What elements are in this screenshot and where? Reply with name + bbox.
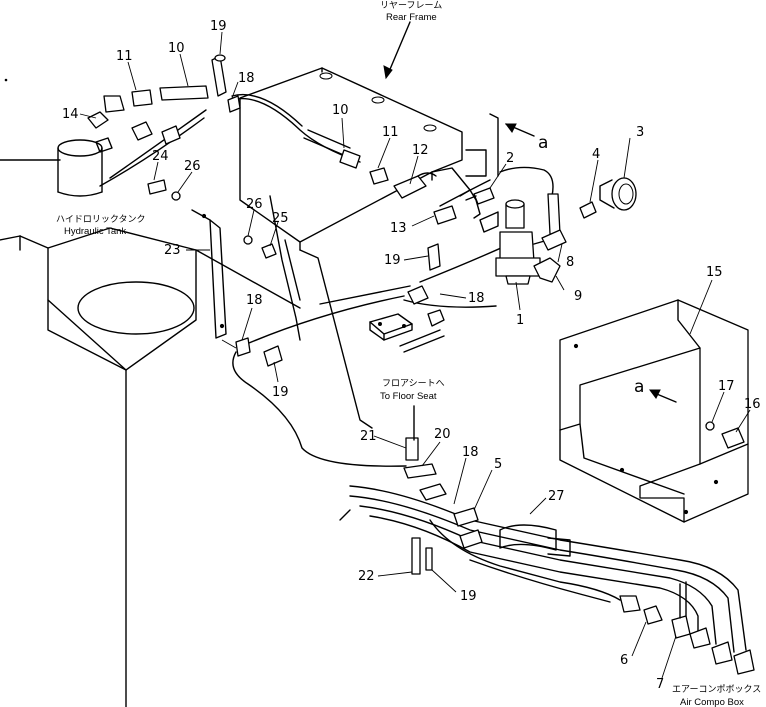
callout-10: 10 [168,41,185,56]
stray-dot [4,78,8,82]
air-compo-fittings [619,581,755,675]
callout-2: 2 [506,151,514,166]
callout-12: 12 [412,143,429,158]
callout-numbers: 19 10 11 18 14 10 11 12 2 3 4 24 26 26 2… [62,19,761,692]
region-labels: リヤーフレーム Rear Frame ハイドロリックタンク Hydraulic … [56,0,761,707]
callout-27: 27 [548,489,565,504]
callout-19: 19 [272,385,289,400]
callout-9: 9 [574,289,582,304]
hose-end-8 [541,193,567,251]
callout-23: 23 [164,243,181,258]
valve-assembly [479,199,549,285]
callout-19: 19 [384,253,401,268]
callout-21: 21 [360,429,377,444]
rear-frame [239,67,487,429]
hose-lines [99,93,554,467]
small-hardware [147,179,745,575]
pressure-gauge [599,177,637,211]
callout-24: 24 [152,149,169,164]
callout-19: 19 [210,19,227,34]
fitting-2 [465,187,495,205]
hydraulic-tank-label-en: Hydraulic Tank [64,226,126,237]
view-arrow-top [489,113,535,177]
callout-25: 25 [272,211,289,226]
rear-frame-label-jp: リヤーフレーム [380,0,442,11]
floor-seat-label-en: To Floor Seat [380,391,437,402]
hydraulic-tank [0,139,301,707]
callout-16: 16 [744,397,761,412]
leader-lines [79,31,751,679]
callout-17: 17 [718,379,735,394]
union-11 [369,167,389,185]
callout-7: 7 [656,677,664,692]
callout-3: 3 [636,125,644,140]
callout-10: 10 [332,103,349,118]
tee-12 [393,172,437,199]
elbow-9 [533,257,561,283]
callout-19: 19 [460,589,477,604]
callout-18: 18 [246,293,263,308]
callout-4: 4 [592,147,600,162]
callout-6: 6 [620,653,628,668]
callout-14: 14 [62,107,79,122]
union-13 [433,205,457,225]
view-mark-top: a [538,133,548,153]
callout-26: 26 [184,159,201,174]
hydraulic-tank-label-jp: ハイドロリックタンク [56,214,145,225]
callout-11: 11 [116,49,133,64]
callout-18: 18 [462,445,479,460]
fitting-4 [579,201,597,219]
bracket-23 [191,209,227,339]
air-compo-box-label-jp: エアーコンポボックス [672,684,761,695]
rear-frame-label-en: Rear Frame [386,12,437,23]
hose-bundle [339,485,747,653]
panel-box [559,299,749,523]
callout-20: 20 [434,427,451,442]
floor-seat-label-jp: フロアシートへ [382,379,445,389]
upper-left-fittings [87,54,241,153]
callout-22: 22 [358,569,375,584]
callout-1: 1 [516,313,524,328]
view-arrow-box [649,389,677,403]
callout-8: 8 [566,255,574,270]
callout-5: 5 [494,457,502,472]
callout-18: 18 [238,71,255,86]
hose-10-right [303,129,361,169]
air-compo-box-label-en: Air Compo Box [680,697,744,707]
view-mark-box: a [634,377,644,397]
callout-11: 11 [382,125,399,140]
callout-13: 13 [390,221,407,236]
callout-15: 15 [706,265,723,280]
clamp-block [369,313,413,341]
callout-18: 18 [468,291,485,306]
rear-frame-arrow [383,21,411,80]
callout-26: 26 [246,197,263,212]
